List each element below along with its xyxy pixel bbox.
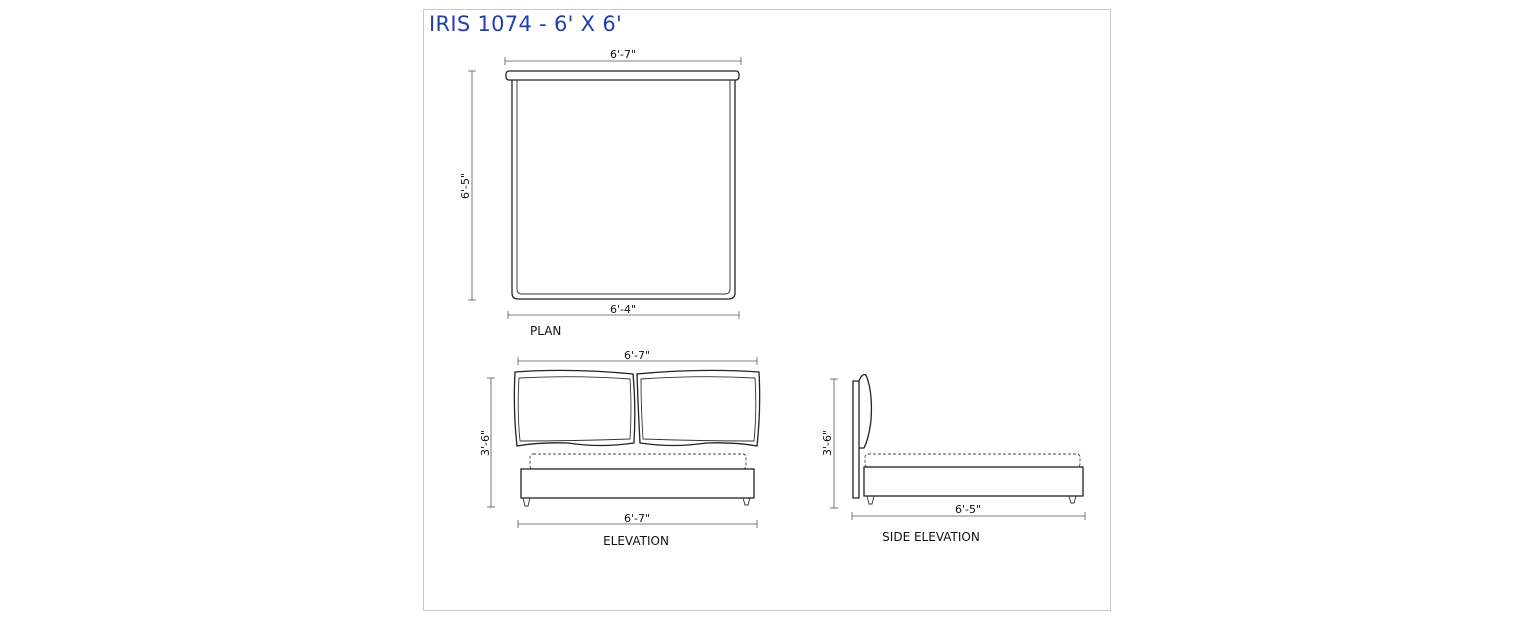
elevation-left-cushion — [513, 369, 636, 447]
elevation-label: ELEVATION — [603, 534, 669, 548]
side-mattress — [864, 453, 1081, 468]
plan-label: PLAN — [530, 324, 561, 338]
plan-bed-inner — [516, 80, 731, 295]
elevation-leg-left — [522, 497, 531, 507]
side-base — [863, 466, 1084, 497]
elevation-mattress — [529, 453, 747, 470]
elevation-right-cushion — [636, 369, 761, 447]
plan-top-dimension: 6'-7" — [610, 48, 636, 61]
side-elevation-view: 3'-6" 6'-5" SIDE ELEVATION — [821, 373, 1086, 544]
elevation-leg-right — [742, 497, 751, 506]
side-headboard — [852, 380, 860, 499]
side-leg-right — [1068, 495, 1077, 504]
elevation-height-dimension: 3'-6" — [479, 430, 492, 456]
side-height-dimension: 3'-6" — [821, 430, 834, 456]
side-elevation-label: SIDE ELEVATION — [882, 530, 980, 544]
drawing-sheet — [423, 9, 1111, 611]
elevation-base — [520, 468, 755, 499]
side-length-dimension: 6'-5" — [955, 503, 981, 516]
plan-bed-outline — [511, 80, 736, 300]
elevation-top-dimension: 6'-7" — [624, 349, 650, 362]
side-leg-left — [866, 495, 875, 505]
drawing-title: IRIS 1074 - 6' X 6' — [429, 12, 623, 36]
side-cushion — [858, 373, 873, 449]
plan-length-dimension: 6'-5" — [459, 173, 472, 199]
plan-bottom-dimension: 6'-4" — [610, 303, 636, 316]
plan-view: 6'-7" 6'-5" 6'-4" PLAN — [459, 48, 742, 338]
elevation-bottom-dimension: 6'-7" — [624, 512, 650, 525]
plan-headboard — [505, 70, 740, 81]
elevation-view: 6'-7" 3'-6" 6'-7" ELEVATION — [479, 349, 761, 548]
